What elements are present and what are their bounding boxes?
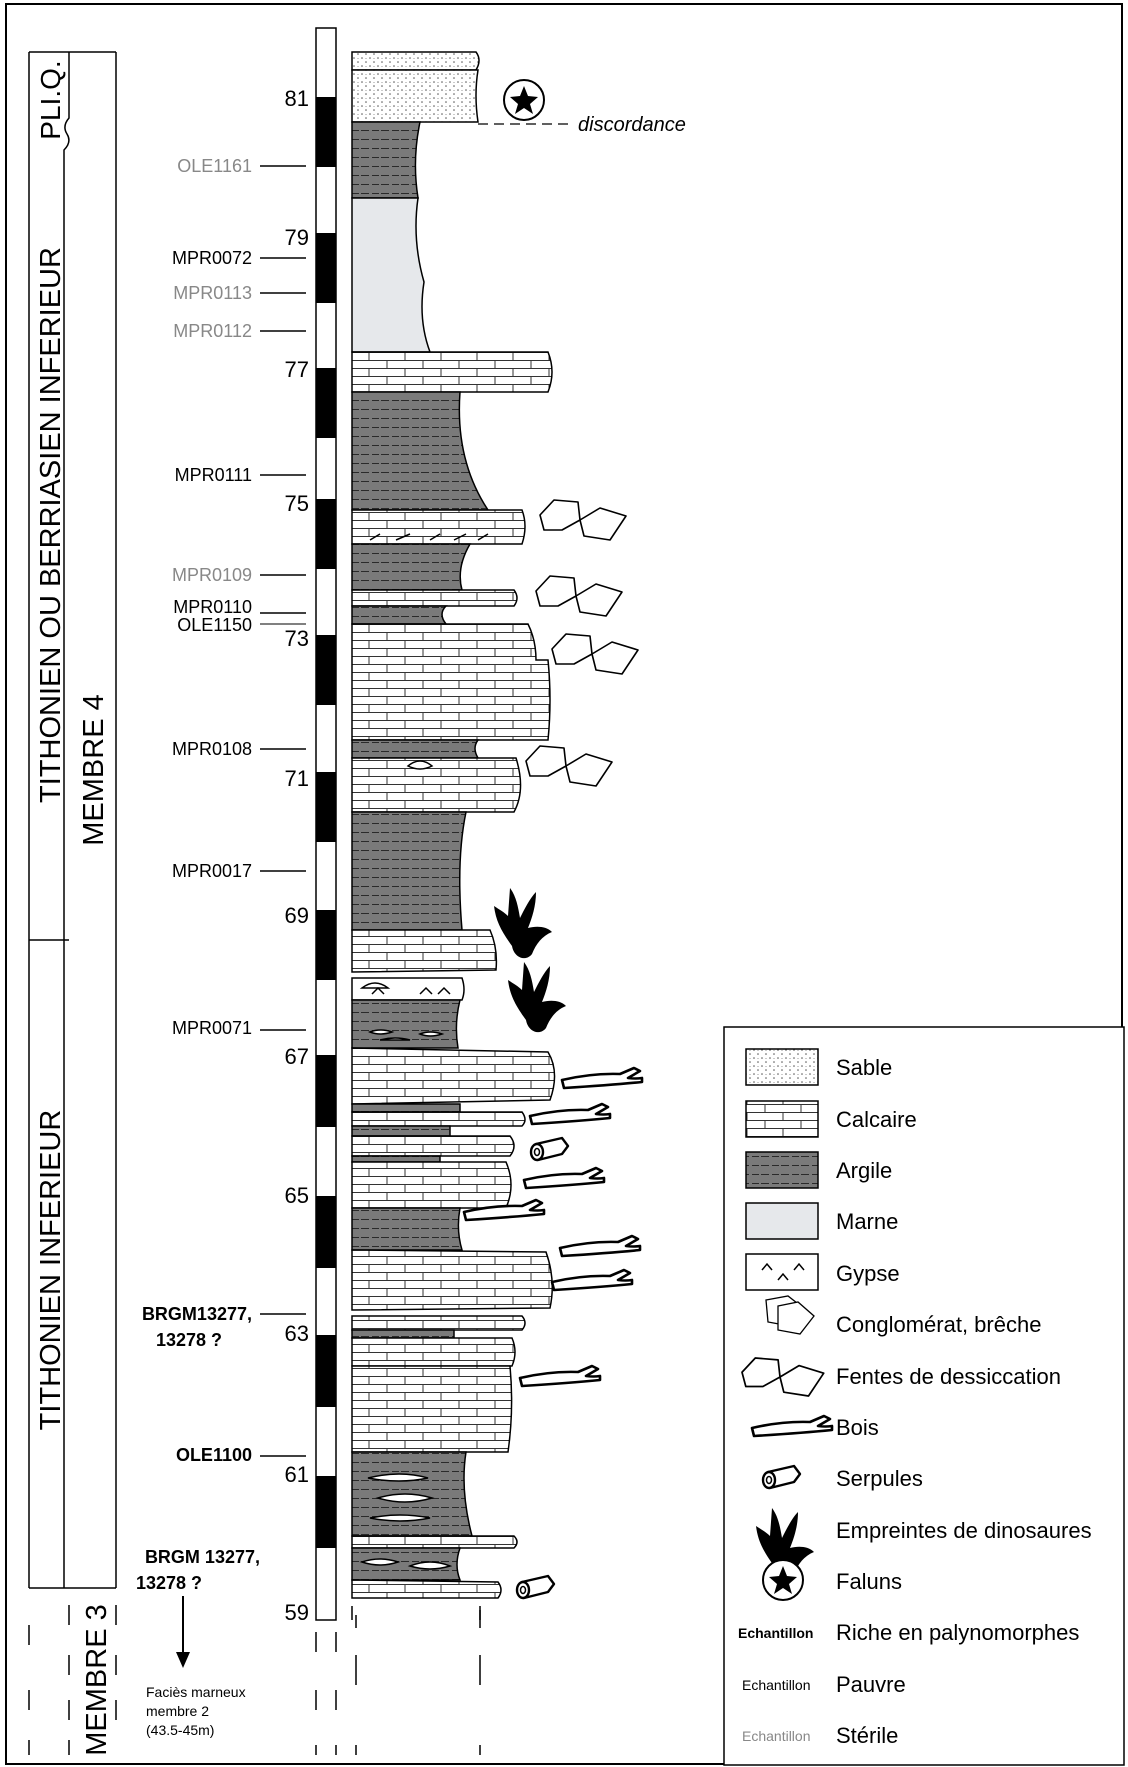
chrono-label-upper: TITHONIEN OU BERRIASIEN INFERIEUR [35,247,67,803]
chrono-label-pliq: PLI.Q. [35,60,66,139]
chrono-column [28,51,117,1755]
member-label-4: MEMBRE 4 [78,694,110,845]
depth-59: 59 [285,1600,309,1625]
legend-swatch-gypse [745,1253,819,1291]
serpule-symbol [529,1136,570,1162]
lithology-column [351,51,556,1620]
depth-77: 77 [285,357,309,382]
arrow-down-membre2 [176,1596,190,1668]
sample-mpr0112: MPR0112 [173,321,252,341]
legend-label-serpules: Serpules [836,1466,923,1491]
sample-mpr0071: MPR0071 [172,1018,252,1038]
facies-note-3: (43.5-45m) [146,1722,214,1738]
legend-label-argile: Argile [836,1158,892,1183]
legend-label-sterile: Stérile [836,1723,898,1748]
facies-note-2: membre 2 [146,1703,209,1719]
legend-panel: Sable Calcaire Argile Marne Gypse Conglo… [723,1026,1125,1766]
facies-note-1: Faciès marneux [146,1684,246,1700]
dinosaur-track-symbol [494,888,552,959]
bois-symbol [560,1066,644,1090]
serpule-symbol [515,1574,556,1600]
legend-faluns-icon [762,1559,804,1601]
legend-conglomerat-icon [765,1295,815,1335]
member-label-3: MEMBRE 3 [81,1604,113,1755]
legend-label-fentes: Fentes de dessiccation [836,1364,1061,1389]
sample-ole1100: OLE1100 [176,1445,252,1465]
chrono-label-lower: TITHONIEN INFERIEUR [35,1110,67,1431]
legend-label-bois: Bois [836,1415,879,1440]
sample-ole1150: OLE1150 [177,615,252,635]
bois-symbol [528,1102,612,1126]
depth-67: 67 [285,1044,309,1069]
sample-mpr0109: MPR0109 [172,565,252,585]
fente-symbol [525,745,613,787]
sample-mpr0113: MPR0113 [173,283,252,303]
sample-mpr0072: MPR0072 [172,248,252,268]
sample-ole1161: OLE1161 [177,156,252,176]
faluns-icon [503,79,545,121]
legend-swatch-calcaire [745,1100,819,1138]
legend-label-calcaire: Calcaire [836,1107,917,1132]
sample-mpr0017: MPR0017 [172,861,252,881]
sample-brgm2-line1: BRGM 13277, [145,1547,260,1567]
legend-label-pauvre: Pauvre [836,1672,906,1697]
fente-symbol [535,575,623,617]
legend-swatch-marne [745,1202,819,1240]
discordance-label: discordance [578,114,686,136]
depth-81: 81 [285,86,309,111]
legend-label-sable: Sable [836,1055,892,1080]
bois-symbol [518,1364,602,1388]
lithology-lenses [359,760,453,1570]
bois-symbol [550,1268,634,1292]
sample-brgm1-line2: 13278 ? [156,1330,222,1350]
fente-symbol [551,633,639,675]
dinosaur-track-symbol [508,962,566,1033]
sample-mpr0110: MPR0110 [173,597,252,617]
depth-61: 61 [285,1462,309,1487]
depth-73: 73 [285,626,309,651]
depth-69: 69 [285,903,309,928]
legend-label-faluns: Faluns [836,1569,902,1594]
outer-border [5,3,1123,1765]
bois-symbol [522,1166,606,1190]
legend-swatch-sable [745,1048,819,1086]
sample-mpr0111: MPR0111 [175,465,252,485]
legend-echantillon-riche: Echantillon [738,1625,813,1641]
depth-79: 79 [285,225,309,250]
legend-label-gypse: Gypse [836,1261,900,1286]
legend-fente-icon [741,1357,825,1397]
fente-symbol [539,499,627,541]
sample-mpr0108: MPR0108 [172,739,252,759]
legend-label-marne: Marne [836,1209,898,1234]
legend-label-empreintes: Empreintes de dinosaures [836,1518,1092,1543]
depth-scale-bar [315,27,481,1755]
legend-label-riche: Riche en palynomorphes [836,1620,1079,1645]
sample-brgm2-line2: 13278 ? [136,1573,202,1593]
depth-63: 63 [285,1321,309,1346]
legend-echantillon-pauvre: Echantillon [742,1677,811,1693]
legend-label-conglomerat: Conglomérat, brêche [836,1312,1041,1337]
legend-echantillon-sterile: Echantillon [742,1728,811,1744]
legend-swatch-argile [745,1151,819,1189]
depth-75: 75 [285,491,309,516]
sample-brgm1-line1: BRGM13277, [142,1304,252,1324]
depth-71: 71 [285,766,309,791]
bois-symbol [558,1234,642,1258]
depth-65: 65 [285,1183,309,1208]
